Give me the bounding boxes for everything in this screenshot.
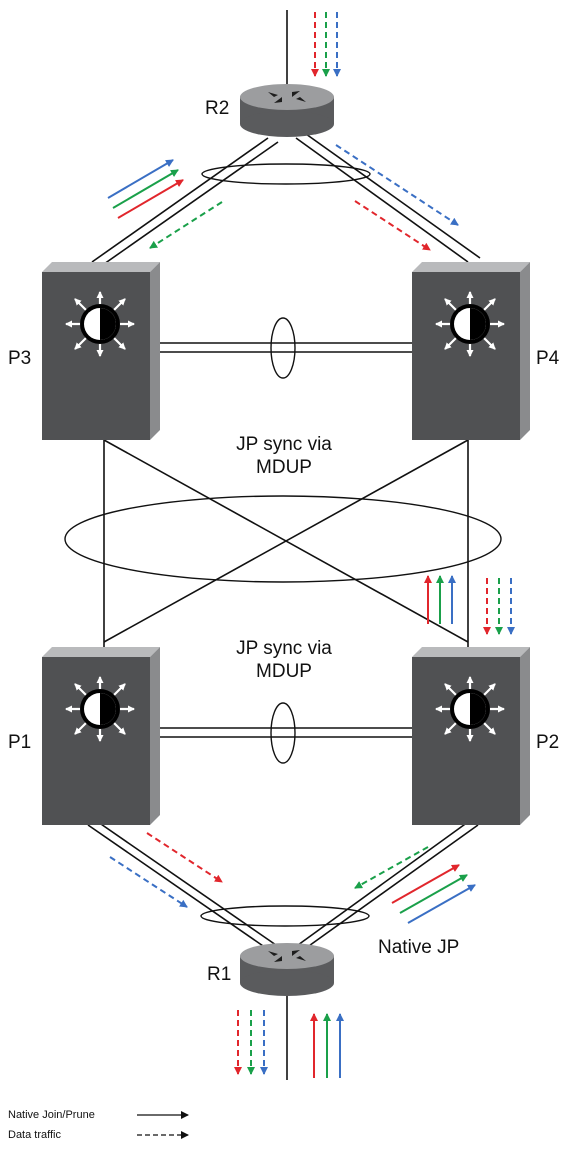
p2-data-down-arrows xyxy=(483,578,515,635)
mdup-bundle-ellipse xyxy=(64,495,502,583)
switch-p1 xyxy=(42,647,160,825)
sync-upper-line1: JP sync via xyxy=(236,434,332,455)
router-r2-label: R2 xyxy=(205,98,229,119)
r1-data-down-arrows xyxy=(234,1010,268,1075)
native-arrow-blue xyxy=(107,159,174,199)
p1-r1-link-a xyxy=(87,824,267,949)
p2-native-jp-up-arrows xyxy=(424,575,456,624)
legend: Native Join/Prune Data traffic xyxy=(8,1109,189,1141)
router-r2 xyxy=(240,84,334,137)
p4-p1-link xyxy=(103,439,469,643)
r1-native-up-arrows xyxy=(310,1013,344,1078)
p3-native-jp-arrows xyxy=(107,159,184,219)
links xyxy=(87,10,481,1080)
r2-p3-link-b xyxy=(103,141,279,265)
switch-p2-label: P2 xyxy=(536,732,559,753)
data-arrow-blue xyxy=(109,856,188,908)
p4-data-arrows xyxy=(335,144,459,251)
r2-bundle-ellipse xyxy=(201,163,371,185)
router-r1-label: R1 xyxy=(207,964,231,985)
switch-p4 xyxy=(412,262,530,440)
native-arrow-blue xyxy=(407,884,476,924)
native-jp-label: Native JP xyxy=(378,937,459,958)
r2-p4-link-a xyxy=(295,137,469,263)
r1-native-jp-arrows xyxy=(391,864,476,924)
data-arrow-red xyxy=(354,200,431,251)
sync-upper-line2: MDUP xyxy=(256,457,312,478)
switch-p4-label: P4 xyxy=(536,348,560,369)
router-icon xyxy=(268,91,306,103)
r2-p4-link-b xyxy=(305,133,481,259)
sync-lower-line2: MDUP xyxy=(256,661,312,682)
legend-native-label: Native Join/Prune xyxy=(8,1109,95,1121)
native-arrow-green xyxy=(112,169,179,209)
sync-lower-line1: JP sync via xyxy=(236,638,332,659)
switch-p2 xyxy=(412,647,530,825)
native-arrow-red xyxy=(117,179,184,219)
p2-r1-link-b xyxy=(305,824,479,949)
p1-r1-link-b xyxy=(97,821,277,946)
r2-incoming-data-arrows xyxy=(311,12,341,77)
p1-p2-bundle-ellipse xyxy=(270,702,296,764)
switch-p3 xyxy=(42,262,160,440)
p3-data-arrow-green xyxy=(149,201,223,249)
native-arrow-green xyxy=(399,874,468,914)
router-icon xyxy=(268,950,306,962)
p2-r1-link-a xyxy=(297,821,469,946)
legend-data-label: Data traffic xyxy=(8,1129,61,1141)
native-arrow-red xyxy=(391,864,460,904)
link-bundles xyxy=(64,163,502,927)
data-arrow-red xyxy=(146,832,223,883)
switch-p3-label: P3 xyxy=(8,348,31,369)
p1-data-arrows xyxy=(109,832,223,908)
p2-data-arrow-green xyxy=(354,846,429,889)
r1-bundle-ellipse xyxy=(200,905,370,927)
r2-p3-link-a xyxy=(91,137,269,263)
p3-p4-bundle-ellipse xyxy=(270,317,296,379)
switch-p1-label: P1 xyxy=(8,732,31,753)
router-r1 xyxy=(240,943,334,996)
data-arrow-blue xyxy=(335,144,459,226)
